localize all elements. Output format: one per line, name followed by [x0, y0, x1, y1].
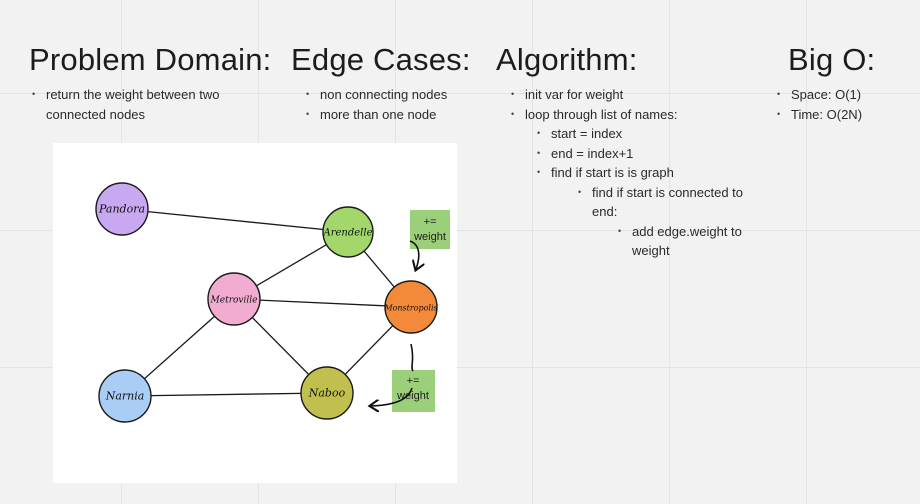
- node-metroville: Metroville: [207, 272, 261, 326]
- node-circle-arendelle: [322, 206, 374, 258]
- graph-svg: PandoraArendelleMetrovilleMonstropolisNa…: [95, 182, 450, 423]
- node-narnia: Narnia: [98, 369, 152, 423]
- node-label-narnia: Narnia: [105, 390, 145, 403]
- edge-cases-title: Edge Cases:: [291, 42, 471, 77]
- node-circle-metroville: [207, 272, 261, 326]
- edge-cases-list: non connecting nodes more than one node: [304, 85, 504, 124]
- arrow-bottom: [371, 387, 413, 406]
- node-arendelle: Arendelle: [322, 206, 374, 258]
- node-circle-narnia: [98, 369, 152, 423]
- node-label-naboo: Naboo: [308, 387, 346, 400]
- note-top-line1: +=: [424, 216, 437, 228]
- problem-domain-title: Problem Domain:: [29, 42, 272, 77]
- list-item: more than one node: [304, 105, 504, 125]
- node-circle-monstropolis: [384, 280, 438, 334]
- note-top-line2: weight: [413, 231, 446, 243]
- node-monstropolis: Monstropolis: [383, 280, 438, 334]
- node-naboo: Naboo: [300, 366, 354, 420]
- node-circle-pandora: [95, 182, 149, 236]
- list-item: init var for weight: [509, 85, 769, 105]
- list-item: end = index+1: [535, 144, 769, 164]
- arrow-top: [409, 240, 419, 269]
- weight-note-bottom: += weight: [392, 370, 435, 412]
- list-item: Space: O(1): [775, 85, 905, 105]
- arrow-bottom-stem: [410, 343, 414, 372]
- problem-domain-list: return the weight between two connected …: [30, 85, 260, 124]
- list-item: Time: O(2N): [775, 105, 905, 125]
- node-circle-naboo: [300, 366, 354, 420]
- weight-note-top: += weight: [410, 210, 450, 249]
- node-label-monstropolis: Monstropolis: [383, 304, 437, 313]
- list-item: loop through list of names:: [509, 105, 769, 125]
- list-item: find if start is is graph: [535, 163, 769, 183]
- node-pandora: Pandora: [95, 182, 149, 236]
- graph-nodes: PandoraArendelleMetrovilleMonstropolisNa…: [95, 182, 438, 423]
- edge-narnia-naboo: [124, 392, 328, 397]
- algorithm-list: init var for weight loop through list of…: [509, 85, 769, 261]
- list-item: return the weight between two connected …: [30, 85, 260, 124]
- edge-metroville-monstropolis: [233, 298, 412, 308]
- list-item: start = index: [535, 124, 769, 144]
- big-o-title: Big O:: [788, 42, 876, 77]
- list-item: non connecting nodes: [304, 85, 504, 105]
- node-label-pandora: Pandora: [98, 203, 145, 216]
- algorithm-title: Algorithm:: [496, 42, 638, 77]
- note-bottom-line1: +=: [407, 375, 420, 387]
- list-item: find if start is connected to end:: [576, 183, 752, 222]
- node-label-arendelle: Arendelle: [323, 228, 373, 239]
- edge-pandora-arendelle: [121, 208, 349, 233]
- node-label-metroville: Metroville: [210, 296, 258, 306]
- list-item: add edge.weight to weight: [616, 222, 762, 261]
- big-o-list: Space: O(1) Time: O(2N): [775, 85, 905, 124]
